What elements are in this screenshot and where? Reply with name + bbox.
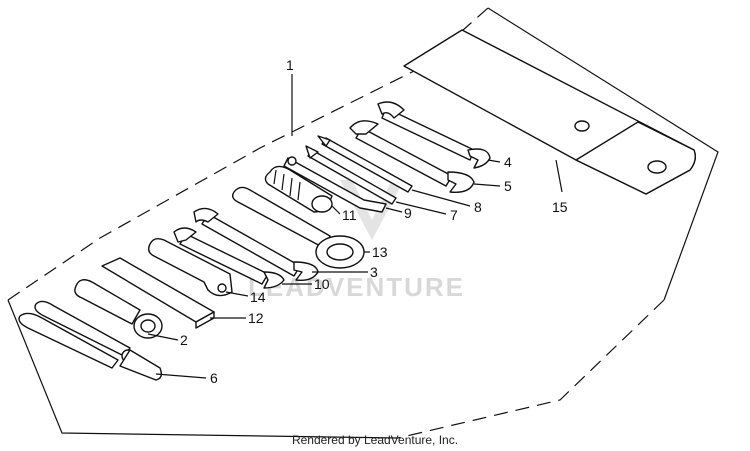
- leader-lines: [147, 74, 563, 379]
- grip-ridges: [273, 169, 301, 201]
- wrench-10-jaw-large: [263, 271, 285, 289]
- callout-10: 10: [314, 276, 330, 292]
- screwdriver-9-end: [287, 156, 297, 166]
- part-3-wrench: [193, 207, 319, 282]
- callout-labels: 1 2 3 4 5 6 7 8 9 10 11 12 13 14 15: [180, 57, 568, 386]
- part-11-grip-handle: [264, 165, 333, 213]
- callout-9: 9: [404, 205, 412, 221]
- leader-5: [473, 183, 501, 187]
- tool-roll-bottom-dash: [397, 299, 665, 439]
- callout-15: 15: [552, 199, 568, 215]
- leader-15: [555, 159, 563, 193]
- part-14-pin-spanner: [147, 237, 233, 297]
- pouch-flap: [575, 121, 697, 195]
- spanner-14-hook: [217, 283, 227, 293]
- leader-14: [225, 291, 249, 297]
- part-12-bar: [101, 257, 215, 329]
- part-6-pliers: [18, 300, 163, 381]
- part-2-socket-wrench: [74, 279, 163, 339]
- screwdriver-7-tip: [305, 145, 319, 159]
- callout-12: 12: [248, 310, 264, 326]
- socket-2-handle: [74, 279, 141, 325]
- wrench-10-jaw-small: [173, 227, 197, 243]
- part-7-screwdriver: [305, 145, 397, 205]
- part-13-ring-spanner: [231, 186, 365, 269]
- pliers-6-lower-handle: [18, 312, 119, 369]
- callout-11: 11: [342, 207, 357, 223]
- leader-2: [147, 333, 179, 341]
- leader-7: [395, 201, 447, 215]
- callout-7: 7: [450, 207, 458, 223]
- callout-8: 8: [474, 199, 482, 215]
- tool-roll-left-edge: [7, 299, 399, 439]
- leader-6: [155, 373, 207, 379]
- leader-4: [487, 159, 501, 163]
- callout-3: 3: [370, 264, 378, 280]
- part-8-screwdriver: [317, 135, 413, 193]
- leader-11: [331, 205, 341, 215]
- part-5-wrench: [349, 120, 475, 193]
- wrench-5-jaw-large: [447, 171, 475, 193]
- socket-2-bore: [140, 319, 156, 333]
- wrench-3-jaw-large: [293, 261, 319, 282]
- callout-6: 6: [210, 370, 218, 386]
- tool-roll-right-edge: [487, 7, 719, 301]
- wrench-5-jaw-small: [349, 120, 379, 135]
- snap-button-icon: [574, 120, 590, 132]
- grip-end-socket: [311, 195, 333, 213]
- leader-8: [411, 189, 471, 207]
- tool-roll-outline: [7, 7, 719, 439]
- part-15-pouch: [403, 29, 697, 195]
- leader-9: [385, 207, 403, 213]
- spanner-14-body: [147, 237, 233, 297]
- callout-14: 14: [250, 289, 266, 305]
- wrench-4-jaw-large: [467, 148, 491, 169]
- callout-4: 4: [504, 154, 512, 170]
- wrench-4-shank: [381, 107, 475, 161]
- screwdriver-8-tip: [317, 135, 331, 147]
- tool-roll-top-dash: [7, 7, 489, 301]
- wrench-4-jaw-small: [377, 101, 405, 119]
- screwdriver-9-body: [283, 157, 387, 213]
- callout-2: 2: [180, 332, 188, 348]
- callout-5: 5: [504, 178, 512, 194]
- callout-1: 1: [286, 57, 294, 73]
- wrench-3-jaw-small: [193, 207, 219, 223]
- spanner-13-hole: [326, 243, 354, 261]
- part-10-wrench: [173, 227, 285, 289]
- pliers-6-jaw: [119, 349, 163, 381]
- part-9-screwdriver-handle: [283, 156, 387, 213]
- watermark-text: LEADVENTURE: [248, 272, 465, 302]
- footer-credit: Rendered by LeadVenture, Inc.: [291, 433, 459, 447]
- part-4-wrench: [377, 101, 491, 169]
- callout-13: 13: [372, 244, 388, 260]
- snap-socket-icon: [647, 160, 667, 174]
